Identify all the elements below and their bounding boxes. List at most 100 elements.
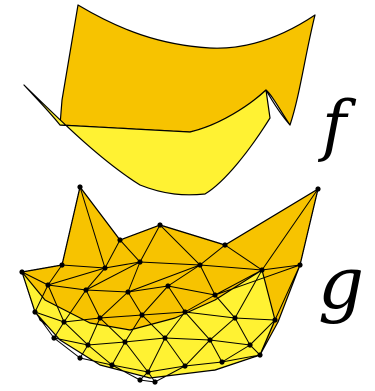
- smooth-surface-f: [23, 4, 316, 196]
- mesh-vertex: [51, 335, 57, 341]
- mesh-vertex: [137, 377, 143, 383]
- label-g: g: [318, 241, 364, 325]
- mesh-edge: [119, 239, 141, 263]
- mesh-edge: [87, 341, 126, 346]
- mesh-edge: [111, 341, 126, 366]
- mesh-edge: [167, 264, 201, 287]
- mesh-edge: [184, 361, 223, 367]
- mesh-edge: [164, 311, 186, 339]
- mesh-vertex: [45, 282, 51, 288]
- mesh-edge: [164, 337, 186, 367]
- mesh-vertex: [125, 289, 131, 295]
- mesh-edge: [104, 239, 121, 269]
- mesh-vertex: [315, 186, 321, 192]
- mesh-edge: [85, 267, 106, 291]
- mesh-edge: [274, 264, 301, 321]
- mesh-vertex: [207, 337, 213, 343]
- mesh-edge: [47, 284, 87, 291]
- mesh-vertex: [259, 267, 265, 273]
- mesh-vertices: [19, 184, 321, 385]
- mesh-edge: [21, 264, 63, 273]
- mesh-vertex: [122, 339, 128, 345]
- mesh-edge: [87, 317, 101, 346]
- mesh-vertex: [219, 359, 225, 365]
- mesh-edge: [167, 285, 186, 313]
- mesh-vertex: [102, 265, 108, 271]
- mesh-edge: [21, 271, 36, 313]
- mesh-vertex: [157, 222, 163, 228]
- mesh-vertex: [212, 292, 218, 298]
- mesh-vertex: [83, 287, 89, 293]
- mesh-edge: [111, 364, 141, 381]
- mesh-edge: [199, 244, 226, 266]
- mesh-vertex: [109, 362, 115, 368]
- mesh-edge: [21, 271, 49, 286]
- mesh-edge: [99, 314, 143, 319]
- mesh-edge: [124, 341, 149, 373]
- mesh-vertex: [19, 269, 25, 275]
- mesh-edge: [249, 319, 276, 346]
- surface-f-front: [23, 84, 271, 196]
- mesh-edge: [53, 337, 89, 346]
- mesh-edge: [159, 224, 201, 266]
- mesh-vertex: [97, 315, 103, 321]
- mesh-edge: [127, 261, 141, 293]
- mesh-edge: [127, 291, 143, 316]
- mesh-vertex: [272, 317, 278, 323]
- mesh-vertex: [77, 355, 83, 361]
- mesh-edge: [34, 311, 55, 339]
- mesh-edge: [221, 344, 251, 363]
- mesh-edge: [141, 311, 186, 316]
- mesh-vertex: [297, 262, 303, 268]
- mesh-vertex: [247, 342, 253, 348]
- mesh-edge: [147, 337, 166, 373]
- mesh-edge: [164, 337, 211, 341]
- mesh-edge: [141, 285, 169, 316]
- mesh-edge: [99, 291, 129, 319]
- mesh-edge: [141, 314, 166, 339]
- mesh-edge: [47, 264, 63, 286]
- mesh-edge: [87, 344, 113, 366]
- mesh-edge: [61, 186, 81, 266]
- mesh-edge: [34, 284, 49, 313]
- mesh-edge: [104, 261, 141, 269]
- mesh-edge: [259, 319, 276, 356]
- mesh-vertex: [182, 363, 188, 369]
- label-f: f: [317, 87, 357, 164]
- mesh-edge: [234, 269, 263, 319]
- mesh-edge: [124, 314, 143, 343]
- mesh-edge: [209, 317, 236, 341]
- mesh-edge: [199, 264, 216, 296]
- mesh-edge: [234, 317, 251, 346]
- mesh-edge: [79, 186, 106, 269]
- mesh-edge: [139, 224, 161, 263]
- mesh-vertex: [162, 335, 168, 341]
- mesh-edge: [234, 317, 276, 321]
- mesh-edge: [209, 339, 223, 363]
- mesh-edge: [53, 337, 81, 359]
- mesh-edge: [63, 317, 101, 323]
- mesh-edge: [261, 264, 301, 271]
- mesh-vertex: [61, 319, 67, 325]
- mesh-vertex: [32, 309, 38, 315]
- mesh-edge: [214, 294, 236, 319]
- mesh-vertex: [152, 379, 158, 385]
- mesh-edge: [184, 339, 211, 367]
- surface-f-rim: [265, 89, 291, 126]
- mesh-edge: [224, 244, 263, 271]
- mesh-edge: [119, 224, 161, 241]
- mesh-edge: [147, 365, 186, 373]
- mesh-vertex: [137, 259, 143, 265]
- mesh-edge: [79, 186, 121, 241]
- mesh-vertex: [232, 315, 238, 321]
- mesh-edge: [139, 261, 201, 266]
- mesh-edge: [34, 311, 65, 323]
- mesh-vertex: [59, 262, 65, 268]
- mesh-edge: [124, 337, 166, 343]
- mesh-vertex: [117, 237, 123, 243]
- mesh-edge: [184, 294, 216, 313]
- mesh-edge: [154, 365, 186, 383]
- mesh-edge: [79, 357, 113, 366]
- mesh-vertex: [257, 352, 263, 358]
- mesh-edge: [127, 285, 169, 293]
